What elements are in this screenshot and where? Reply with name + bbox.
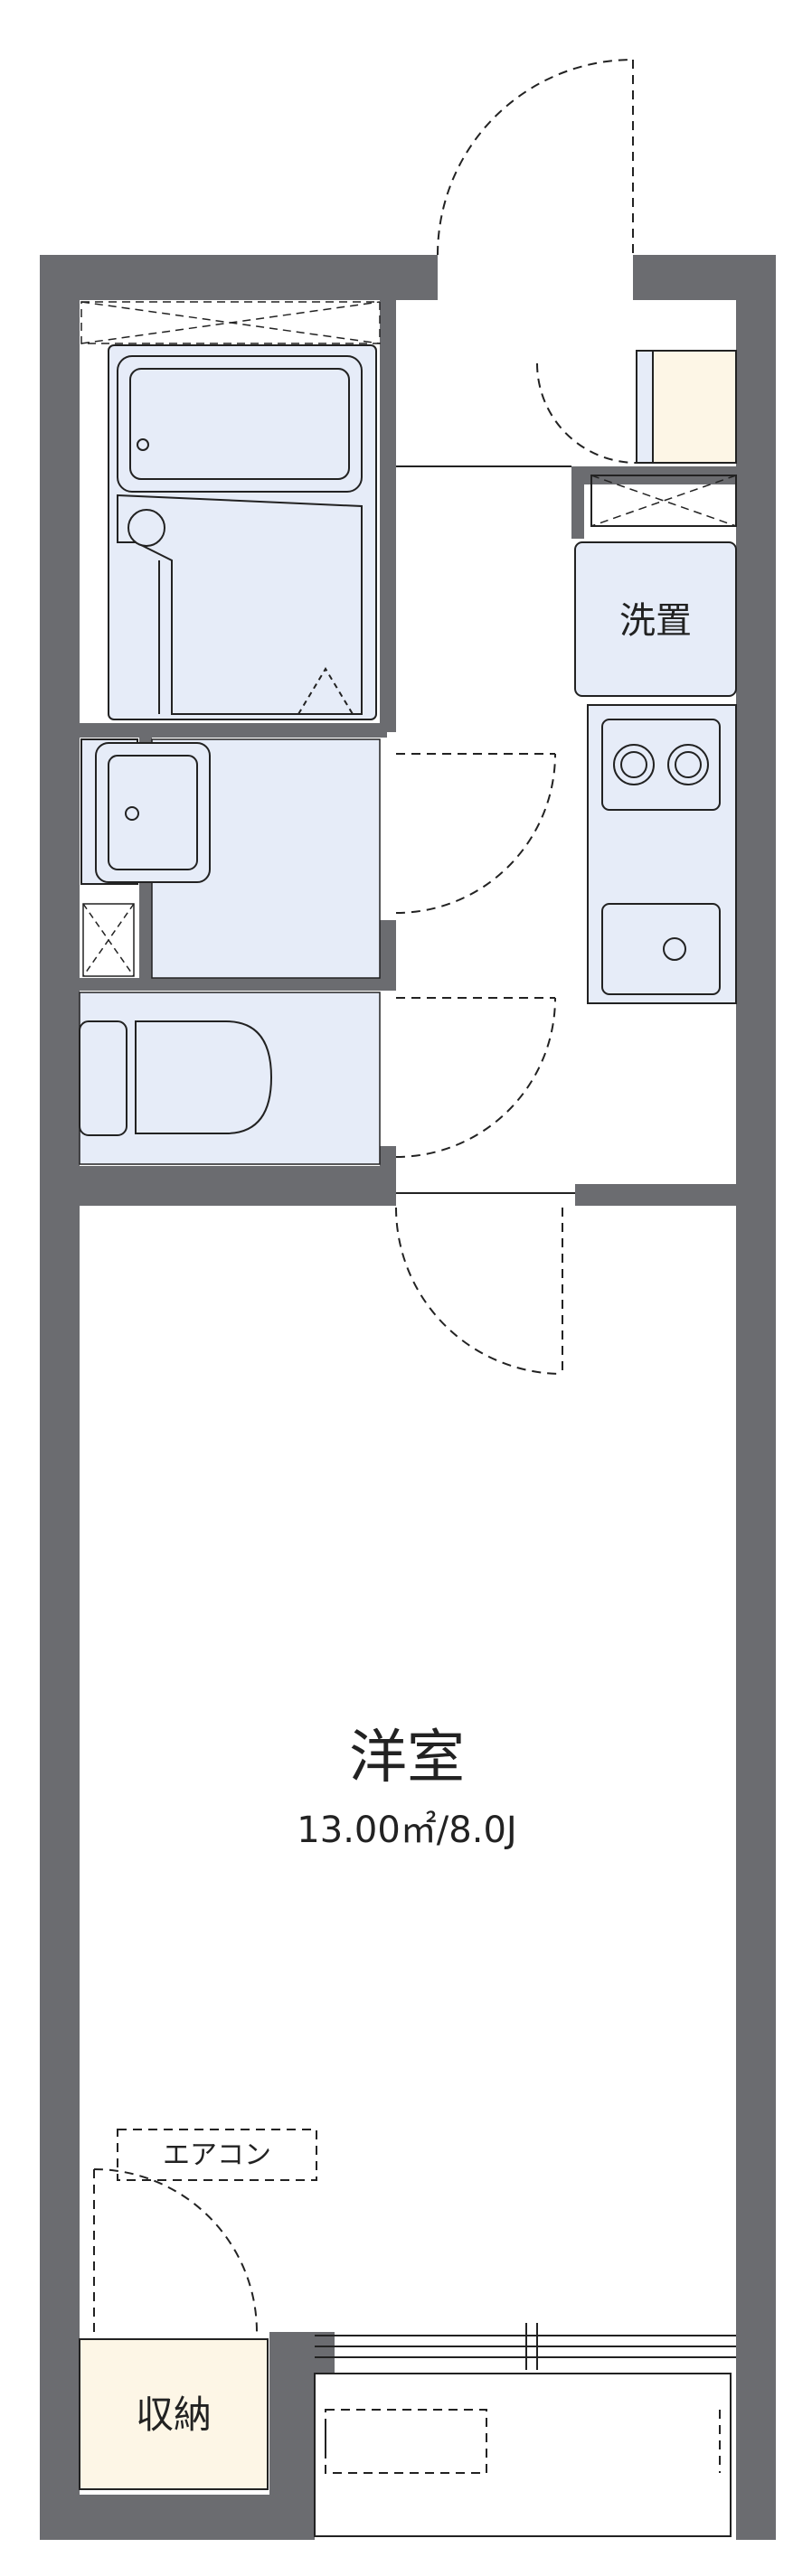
- fridge-space-icon: [636, 350, 737, 464]
- bathtub-icon: [117, 355, 363, 493]
- toilet-room: [79, 992, 381, 1165]
- washroom: [80, 738, 381, 979]
- outer-walls: [40, 255, 776, 2540]
- upper-cabinet: [590, 475, 737, 527]
- hall-doors: [395, 362, 637, 1375]
- entrance-opening: [438, 255, 633, 300]
- main-room-name: 洋室: [349, 1725, 465, 1791]
- bathroom: [80, 301, 381, 720]
- entrance-door: [437, 59, 634, 256]
- bath-washbasin-icon: [117, 494, 363, 715]
- washer-label: 洗置: [619, 600, 692, 642]
- main-room-area: 13.00㎡/8.0J: [297, 1810, 516, 1851]
- closet-label: 収納: [136, 2393, 212, 2437]
- balcony-window: [315, 2323, 736, 2370]
- washbasin-icon: [95, 742, 211, 883]
- aircon-icon: エアコン: [117, 2129, 317, 2181]
- kitchen-counter: [587, 704, 737, 1004]
- washer-space: 洗置: [574, 541, 737, 697]
- closet: 収納: [79, 2338, 269, 2490]
- balcony: [314, 2373, 732, 2537]
- main-room: 洋室 13.00㎡/8.0J: [297, 1725, 516, 1851]
- closet-door: [93, 2168, 258, 2333]
- toilet-icon: [79, 1020, 273, 1136]
- vent-shaft: [82, 903, 135, 977]
- stove-icon: [601, 719, 721, 811]
- aircon-label: エアコン: [163, 2139, 271, 2171]
- kitchen-sink-icon: [601, 903, 721, 995]
